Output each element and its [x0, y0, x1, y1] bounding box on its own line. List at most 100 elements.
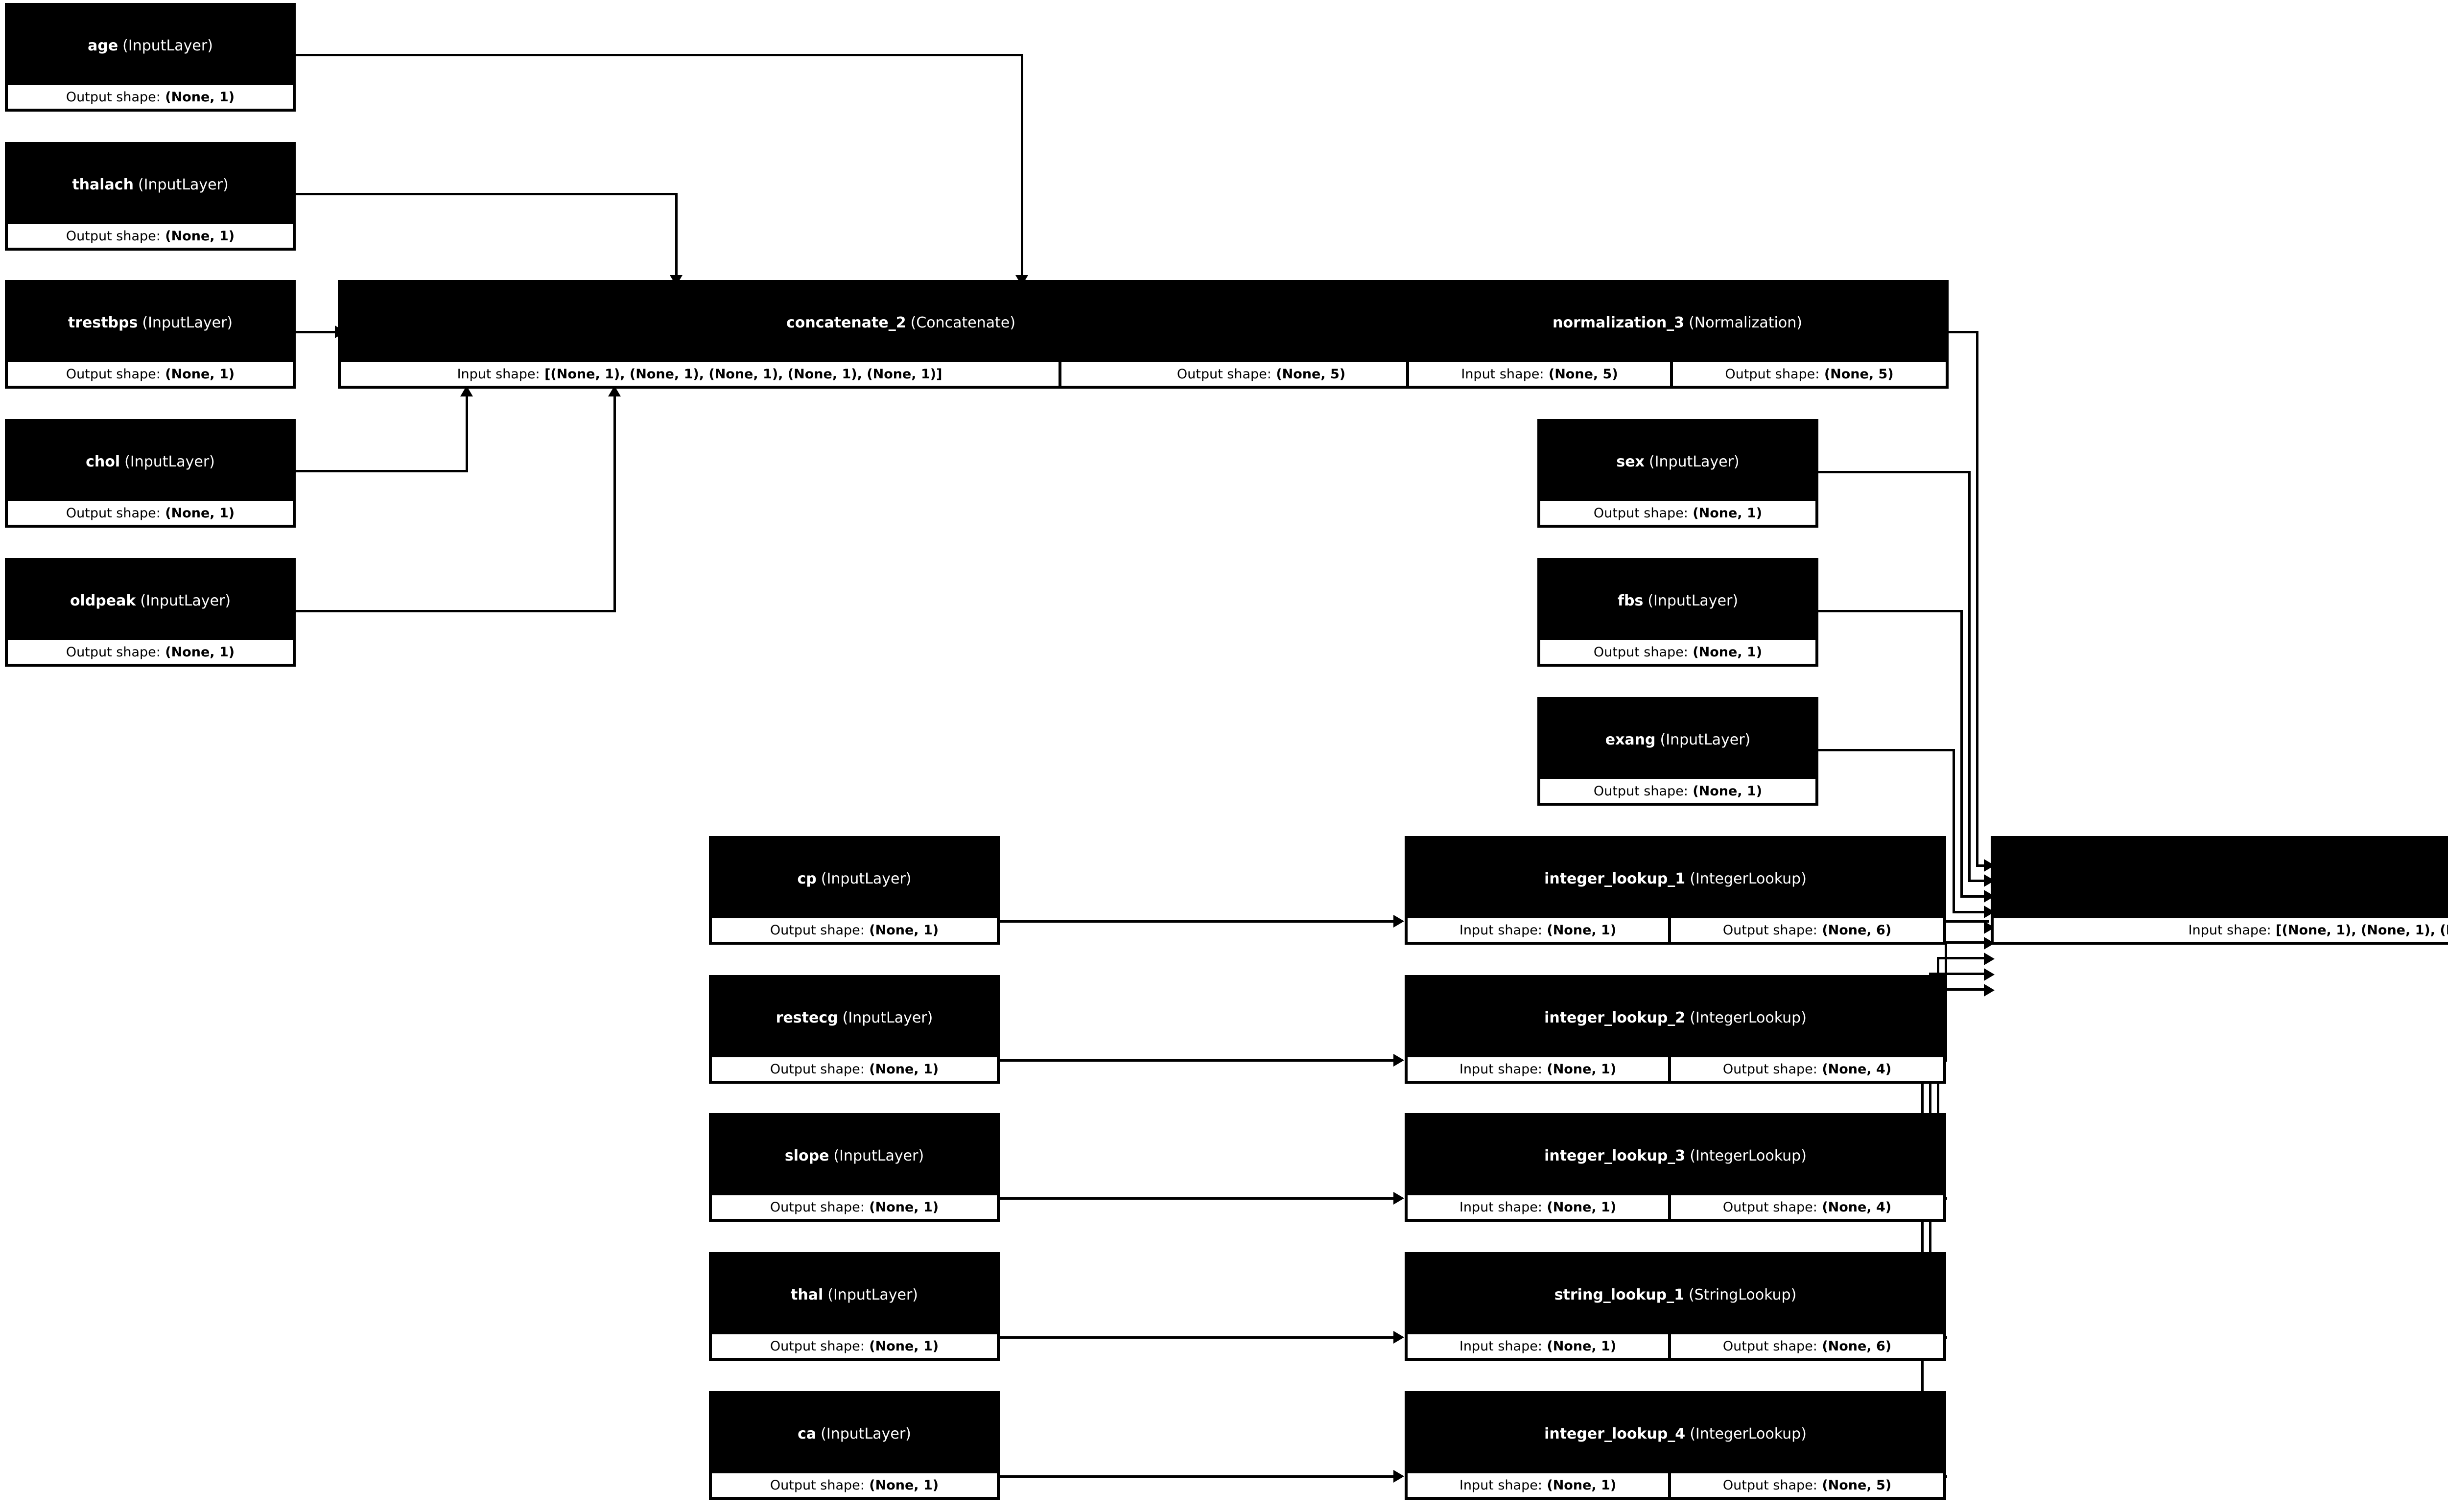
node-integer_lookup_3[interactable]: integer_lookup_3 (IntegerLookup) Input s… — [1405, 1113, 1946, 1222]
arrowhead-slope-to-integer_lookup_3 — [1393, 1192, 1404, 1205]
node-chol[interactable]: chol (InputLayer) Output shape: (None, 1… — [5, 419, 296, 528]
node-normalization_3-name: normalization_3 — [1553, 314, 1685, 331]
node-normalization_3-output-cell: Output shape: (None, 5) — [1673, 362, 1946, 386]
node-integer_lookup_1[interactable]: integer_lookup_1 (IntegerLookup) Input s… — [1405, 836, 1946, 945]
node-slope-type: (InputLayer) — [833, 1147, 924, 1164]
node-string_lookup_1-input-cell: Input shape: (None, 1) — [1408, 1334, 1669, 1358]
node-normalization_3-shapes: Input shape: (None, 5) Output shape: (No… — [1409, 362, 1946, 386]
output-shape-label: Output shape: — [1722, 1477, 1817, 1493]
node-integer_lookup_2-output-value: (None, 4) — [1822, 1061, 1892, 1077]
node-string_lookup_1-type: (StringLookup) — [1688, 1286, 1797, 1303]
node-restecg-name: restecg — [776, 1009, 838, 1026]
node-thal-output-cell: Output shape: (None, 1) — [712, 1334, 997, 1358]
node-sex[interactable]: sex (InputLayer) Output shape: (None, 1) — [1537, 419, 1818, 528]
node-chol-type: (InputLayer) — [124, 453, 215, 470]
arrowhead-cp-to-integer_lookup_1 — [1393, 915, 1404, 928]
node-ca[interactable]: ca (InputLayer) Output shape: (None, 1) — [709, 1391, 1000, 1500]
edge-cp-to-integer_lookup_1-h — [1000, 920, 1396, 923]
node-integer_lookup_4-output-cell: Output shape: (None, 5) — [1671, 1473, 1943, 1497]
node-trestbps-output-cell: Output shape: (None, 1) — [8, 362, 293, 386]
node-slope-name: slope — [784, 1147, 829, 1164]
node-restecg[interactable]: restecg (InputLayer) Output shape: (None… — [709, 975, 1000, 1084]
node-slope-output-value: (None, 1) — [869, 1199, 939, 1215]
node-integer_lookup_3-output-value: (None, 4) — [1822, 1199, 1892, 1215]
node-fbs-output-cell: Output shape: (None, 1) — [1540, 640, 1815, 664]
output-shape-label: Output shape: — [1722, 922, 1817, 938]
input-shape-label: Input shape: — [1459, 922, 1542, 938]
output-shape-label: Output shape: — [770, 1338, 865, 1354]
node-integer_lookup_3-title: integer_lookup_3 (IntegerLookup) — [1408, 1116, 1943, 1195]
node-thal-output-value: (None, 1) — [869, 1338, 939, 1354]
node-integer_lookup_2-name: integer_lookup_2 — [1544, 1009, 1686, 1026]
node-chol-title: chol (InputLayer) — [8, 422, 293, 501]
edge-string_lookup_1-to-concatenate_3-h2 — [1929, 973, 1989, 975]
node-oldpeak[interactable]: oldpeak (InputLayer) Output shape: (None… — [5, 558, 296, 667]
node-exang-shapes: Output shape: (None, 1) — [1540, 779, 1815, 803]
node-cp[interactable]: cp (InputLayer) Output shape: (None, 1) — [709, 836, 1000, 945]
node-integer_lookup_3-input-cell: Input shape: (None, 1) — [1408, 1195, 1669, 1219]
node-concatenate_2-title: concatenate_2 (Concatenate) — [341, 283, 1461, 362]
node-concatenate_3[interactable]: concatenate_3 (Concatenate) Input shape:… — [1991, 836, 2448, 945]
node-trestbps-output-value: (None, 1) — [165, 366, 235, 382]
node-exang-output-value: (None, 1) — [1693, 783, 1763, 799]
node-trestbps-title: trestbps (InputLayer) — [8, 283, 293, 362]
node-trestbps[interactable]: trestbps (InputLayer) Output shape: (Non… — [5, 280, 296, 389]
edge-integer_lookup_4-to-concatenate_3-h2 — [1921, 988, 1989, 991]
arrowhead-integer_lookup_4-to-concatenate_3 — [1984, 984, 1995, 997]
node-thalach-type: (InputLayer) — [138, 176, 229, 193]
node-restecg-output-cell: Output shape: (None, 1) — [712, 1057, 997, 1081]
node-normalization_3[interactable]: normalization_3 (Normalization) Input sh… — [1406, 280, 1949, 389]
node-integer_lookup_4[interactable]: integer_lookup_4 (IntegerLookup) Input s… — [1405, 1391, 1946, 1500]
node-concatenate_3-shapes: Input shape: [(None, 1), (None, 1), (Non… — [1994, 918, 2448, 942]
output-shape-label: Output shape: — [1593, 644, 1688, 660]
node-exang-type: (InputLayer) — [1660, 731, 1751, 748]
node-integer_lookup_1-input-cell: Input shape: (None, 1) — [1408, 918, 1669, 942]
node-slope[interactable]: slope (InputLayer) Output shape: (None, … — [709, 1113, 1000, 1222]
node-normalization_3-output-value: (None, 5) — [1824, 366, 1894, 382]
node-fbs[interactable]: fbs (InputLayer) Output shape: (None, 1) — [1537, 558, 1818, 667]
edge-integer_lookup_2-to-concatenate_3-h2 — [1945, 941, 1989, 944]
node-fbs-name: fbs — [1617, 592, 1644, 609]
node-thalach-title: thalach (InputLayer) — [8, 145, 293, 224]
node-fbs-shapes: Output shape: (None, 1) — [1540, 640, 1815, 664]
node-age-output-cell: Output shape: (None, 1) — [8, 85, 293, 109]
output-shape-label: Output shape: — [1593, 783, 1688, 799]
node-concatenate_2-input-value: [(None, 1), (None, 1), (None, 1), (None,… — [544, 366, 942, 382]
node-age-output-value: (None, 1) — [165, 89, 235, 105]
node-integer_lookup_4-output-value: (None, 5) — [1822, 1477, 1892, 1493]
node-integer_lookup_1-title: integer_lookup_1 (IntegerLookup) — [1408, 839, 1943, 918]
node-string_lookup_1-output-cell: Output shape: (None, 6) — [1671, 1334, 1943, 1358]
node-integer_lookup_4-name: integer_lookup_4 — [1544, 1425, 1686, 1442]
node-exang[interactable]: exang (InputLayer) Output shape: (None, … — [1537, 697, 1818, 806]
node-ca-title: ca (InputLayer) — [712, 1394, 997, 1473]
edge-trestbps-to-concatenate_2-h — [296, 331, 336, 333]
edge-oldpeak-to-concatenate_2-v — [613, 396, 616, 611]
output-shape-label: Output shape: — [770, 1061, 865, 1077]
node-concatenate_3-input-cell: Input shape: [(None, 1), (None, 1), (Non… — [1994, 918, 2448, 942]
node-integer_lookup_4-type: (IntegerLookup) — [1690, 1425, 1807, 1442]
node-age-name: age — [88, 37, 118, 54]
node-slope-shapes: Output shape: (None, 1) — [712, 1195, 997, 1219]
arrowhead-string_lookup_1-to-concatenate_3 — [1984, 968, 1995, 981]
node-exang-name: exang — [1605, 731, 1656, 748]
node-normalization_3-input-value: (None, 5) — [1548, 366, 1618, 382]
node-thal[interactable]: thal (InputLayer) Output shape: (None, 1… — [709, 1252, 1000, 1361]
output-shape-label: Output shape: — [1593, 505, 1688, 521]
edge-thalach-to-concatenate_2-v — [675, 193, 678, 279]
node-integer_lookup_2-output-cell: Output shape: (None, 4) — [1671, 1057, 1943, 1081]
edge-normalization_3-to-concatenate_3-h2 — [1976, 864, 1989, 867]
node-integer_lookup_2-shapes: Input shape: (None, 1) Output shape: (No… — [1408, 1057, 1943, 1081]
node-integer_lookup_1-type: (IntegerLookup) — [1690, 870, 1807, 887]
node-restecg-output-value: (None, 1) — [869, 1061, 939, 1077]
node-string_lookup_1[interactable]: string_lookup_1 (StringLookup) Input sha… — [1405, 1252, 1946, 1361]
node-sex-output-cell: Output shape: (None, 1) — [1540, 501, 1815, 525]
node-concatenate_2[interactable]: concatenate_2 (Concatenate) Input shape:… — [338, 280, 1464, 389]
edge-thalach-to-concatenate_2-h — [296, 193, 678, 195]
node-age[interactable]: age (InputLayer) Output shape: (None, 1) — [5, 3, 296, 112]
input-shape-label: Input shape: — [1459, 1061, 1542, 1077]
edge-thal-to-string_lookup_1-h — [1000, 1336, 1396, 1339]
node-trestbps-shapes: Output shape: (None, 1) — [8, 362, 293, 386]
node-thalach[interactable]: thalach (InputLayer) Output shape: (None… — [5, 142, 296, 251]
node-integer_lookup_2[interactable]: integer_lookup_2 (IntegerLookup) Input s… — [1405, 975, 1946, 1084]
edge-slope-to-integer_lookup_3-h — [1000, 1197, 1396, 1200]
